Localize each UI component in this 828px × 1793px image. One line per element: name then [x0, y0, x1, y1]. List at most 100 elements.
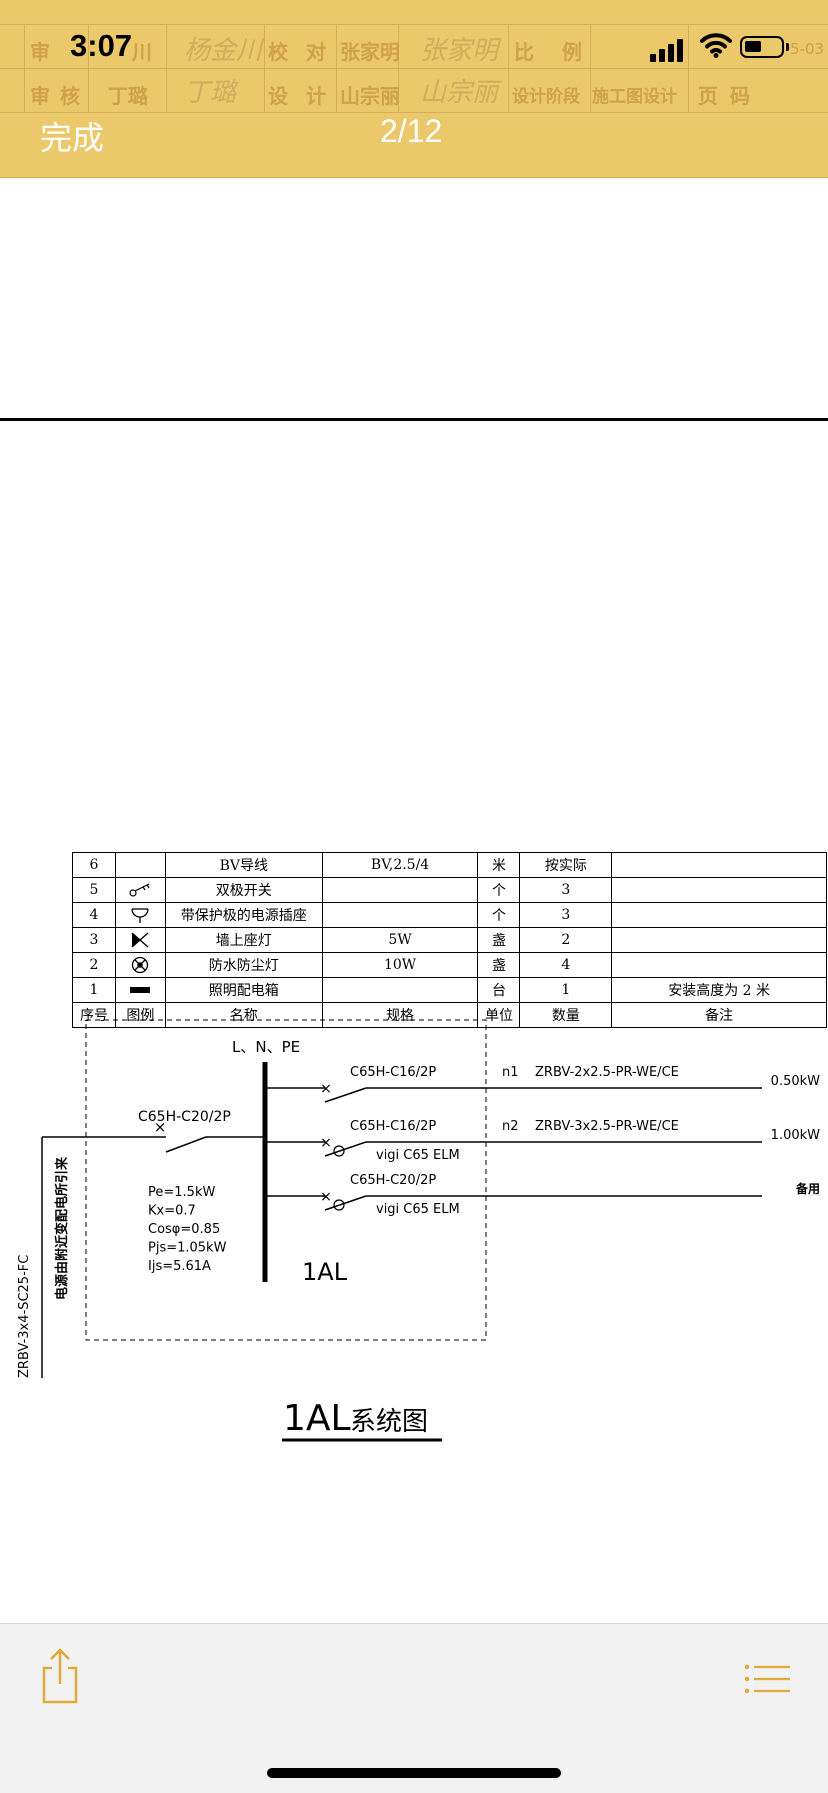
- drawing-border-line: [0, 418, 828, 421]
- title-block-line: [398, 24, 399, 112]
- legend-cell-no: 3: [72, 927, 116, 953]
- title-block-cell: 核: [60, 84, 80, 108]
- title-block-line: [336, 24, 337, 112]
- legend-cell-unit: 个: [477, 877, 521, 903]
- title-block-line: [24, 24, 25, 112]
- rcd-symbol: [333, 1199, 345, 1211]
- double-switch-icon: [116, 882, 165, 898]
- header-symbol: 图例: [114, 1002, 166, 1028]
- signature-mark: 张家明: [420, 36, 499, 66]
- load-parameters: Pe=1.5kWKx=0.7Cosφ=0.85Pjs=1.05kWIjs=5.6…: [148, 1185, 227, 1274]
- dustproof-lamp-icon: [116, 955, 165, 975]
- breaker-x-mark: ×: [320, 1135, 332, 1151]
- legend-cell-unit: 盏: [477, 952, 521, 978]
- load-parameter: Kx=0.7: [148, 1204, 196, 1219]
- title-block-cell: 页: [698, 84, 718, 108]
- legend-cell-unit: 个: [477, 902, 521, 928]
- title-block-cell: 设计阶段: [512, 87, 580, 107]
- diagram-title-main: 1AL: [283, 1398, 351, 1439]
- rcd-symbol: [333, 1145, 345, 1157]
- circuit-id: n2: [502, 1119, 519, 1134]
- legend-cell-name: 照明配电箱: [164, 977, 323, 1003]
- legend-cell-note: [611, 852, 827, 878]
- distribution-box-icon: [116, 985, 165, 995]
- share-icon[interactable]: [38, 1646, 82, 1706]
- legend-cell-no: 4: [72, 902, 116, 928]
- title-block-cell: 川: [132, 40, 152, 64]
- legend-cell-qty: 2: [519, 927, 613, 953]
- legend-cell-qty: 4: [519, 952, 613, 978]
- legend-cell-note: 安装高度为 2 米: [611, 977, 827, 1003]
- page-indicator: 2/12: [380, 113, 443, 149]
- circuit-breaker-label: C65H-C20/2P: [350, 1173, 436, 1188]
- title-block-cell: 审: [30, 84, 50, 108]
- circuit-id: n1: [502, 1065, 519, 1080]
- legend-cell-spec: [321, 977, 479, 1003]
- title-block-cell: 比: [514, 40, 534, 64]
- legend-cell-qty: 1: [519, 977, 613, 1003]
- legend-cell-name: 防水防尘灯: [164, 952, 323, 978]
- drawing-title-block: 审 川 杨金川 校 对 张家明 张家明 比 例 5-03 审 核 丁璐 丁璐 设…: [0, 0, 828, 113]
- legend-cell-note: [611, 877, 827, 903]
- legend-cell-no: 1: [72, 977, 116, 1003]
- title-block-cell: 丁璐: [108, 84, 148, 108]
- legend-cell-no: 5: [72, 877, 116, 903]
- legend-cell-symbol: [114, 977, 166, 1003]
- legend-cell-qty: 3: [519, 902, 613, 928]
- legend-cell-name: 双极开关: [164, 877, 323, 903]
- socket-icon: [116, 906, 165, 924]
- breaker-contact: [324, 1195, 367, 1211]
- title-block-cell: 码: [730, 84, 750, 108]
- title-block-line: [166, 24, 167, 112]
- title-block-cell: 校: [268, 40, 288, 64]
- main-breaker-label: C65H-C20/2P: [138, 1109, 231, 1125]
- legend-cell-name: 带保护极的电源插座: [164, 902, 323, 928]
- legend-cell-no: 6: [72, 852, 116, 878]
- outline-list-icon[interactable]: [744, 1664, 790, 1694]
- home-indicator[interactable]: [267, 1768, 561, 1778]
- breaker-contact: [324, 1087, 367, 1103]
- incoming-source-note: 电源由附近变配电所引来: [54, 1156, 70, 1300]
- incoming-breaker-x: ×: [154, 1118, 167, 1136]
- load-parameter: Pjs=1.05kW: [148, 1241, 227, 1256]
- title-block-line: [590, 24, 591, 112]
- header-unit: 单位: [477, 1002, 521, 1028]
- legend-cell-name: BV导线: [164, 852, 323, 878]
- legend-cell-unit: 台: [477, 977, 521, 1003]
- breaker-contact: [324, 1141, 367, 1157]
- diagram-title-suffix: 系统图: [350, 1407, 428, 1437]
- title-block-cell: 山宗丽: [340, 84, 400, 108]
- title-block-line: [688, 24, 689, 112]
- title-block-line: [0, 68, 828, 69]
- legend-cell-symbol: [114, 952, 166, 978]
- title-block-cell: 审: [30, 40, 50, 64]
- title-block-line: [264, 24, 265, 112]
- legend-cell-note: [611, 927, 827, 953]
- title-block-line: [508, 24, 509, 112]
- incoming-cable-label: ZRBV-3x4-SC25-FC: [17, 1255, 32, 1378]
- done-button[interactable]: 完成: [40, 119, 105, 157]
- bottom-toolbar: [0, 1623, 828, 1793]
- title-block-cell: 张家明: [340, 40, 400, 64]
- title-block-cell: 对: [306, 40, 326, 64]
- circuit-load: 备用: [795, 1181, 820, 1196]
- legend-cell-symbol: [114, 927, 166, 953]
- main-breaker-contact: [165, 1136, 207, 1153]
- legend-cell-spec: [321, 877, 479, 903]
- header-note: 备注: [611, 1002, 827, 1028]
- legend-cell-qty: 按实际: [519, 852, 613, 878]
- wifi-icon: [700, 33, 732, 58]
- signature-mark: 丁璐: [184, 78, 237, 108]
- load-parameter: Ijs=5.61A: [148, 1259, 211, 1274]
- legend-cell-spec: 10W: [321, 952, 479, 978]
- title-block-code: 5-03: [790, 40, 825, 58]
- legend-cell-spec: [321, 902, 479, 928]
